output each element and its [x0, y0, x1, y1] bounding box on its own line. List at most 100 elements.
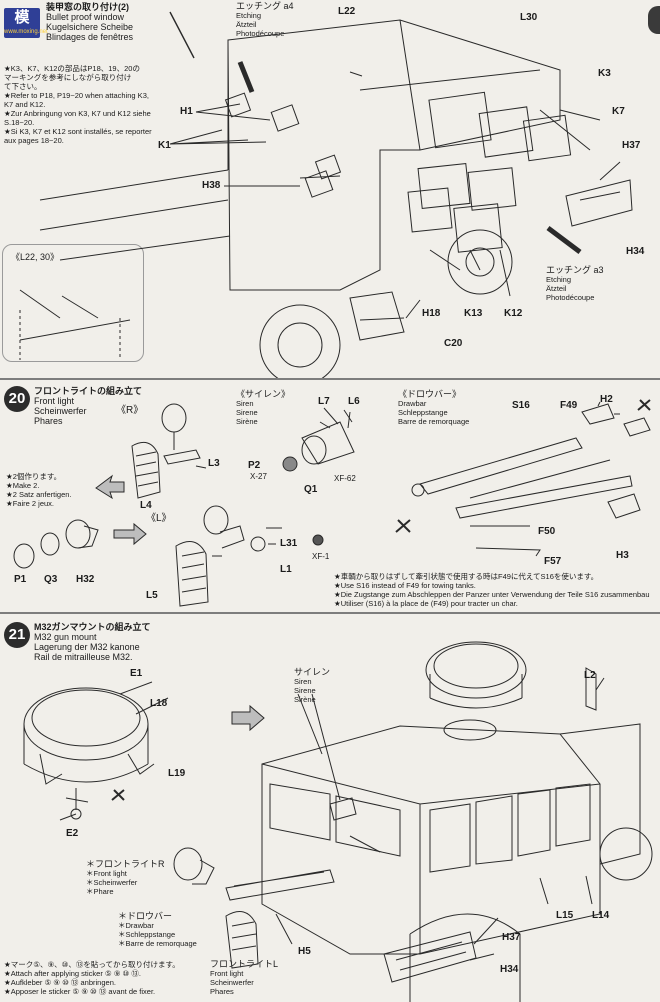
- part-label-l4: L4: [140, 500, 152, 511]
- sticker-note-de: ★Aufkleber ⑤ ⑨ ⑩ ⑬ anbringen.: [4, 978, 116, 987]
- siren-caption-21: サイレン Siren Sirene Sirène: [294, 667, 331, 705]
- etching-ja: エッチング a4: [236, 1, 294, 11]
- title-de: Kugelsichere Scheibe: [46, 22, 134, 32]
- sticker-note-fr: ★Apposer le sticker ⑤ ⑨ ⑩ ⑬ avant de fix…: [4, 987, 156, 996]
- title-de: Scheinwerfer: [34, 406, 87, 416]
- title-fr: Blindages de fenêtres: [46, 32, 134, 42]
- paint-label-xf1: XF-1: [312, 552, 330, 561]
- part-label-l31: L31: [280, 538, 298, 549]
- part-label-c20: C20: [444, 338, 463, 349]
- step-19-drawing: [19, 11, 633, 378]
- front-light-l-fr: Phares: [210, 987, 234, 996]
- part-label-k7: K7: [612, 106, 625, 117]
- detail-inset-l22-l30: 《L22, 30》: [2, 244, 144, 362]
- part-label-p2: P2: [248, 460, 261, 471]
- part-label-h32: H32: [76, 574, 95, 585]
- s16-note-fr: ★Utiliser (S16) à la place de (F49) pour…: [334, 599, 518, 608]
- title-de: Lagerung der M32 kanone: [34, 642, 140, 652]
- front-light-l-de: Scheinwerfer: [210, 978, 254, 987]
- step-21-section: 21 M32ガンマウントの組み立て M32 gun mount Lagerung…: [0, 612, 660, 1002]
- title-en: Front light: [34, 396, 75, 406]
- part-label-l7: L7: [318, 396, 330, 407]
- front-light-r-ja: ＊フロントライトR: [86, 859, 165, 869]
- title-ja: 装甲窓の取り付け(2): [46, 2, 129, 12]
- siren-de: Sirene: [294, 686, 316, 695]
- part-label-l5: L5: [146, 590, 158, 601]
- etching-en: Etching: [546, 275, 572, 284]
- title-en: M32 gun mount: [34, 632, 97, 642]
- part-label-l14: L14: [592, 910, 610, 921]
- s16-note-ja: ★車輌から取りはずして牽引状態で使用する時はF49に代えてS16を使います。: [334, 572, 599, 581]
- note-line: マーキングを参考にしながら取り付け: [4, 73, 132, 82]
- part-label-l30: L30: [520, 12, 538, 23]
- part-label-h3: H3: [616, 550, 629, 561]
- part-label-l15: L15: [556, 910, 574, 921]
- make2-en: ★Make 2.: [6, 481, 40, 490]
- part-label-l1: L1: [280, 564, 292, 575]
- note-line: て下さい。: [4, 82, 42, 91]
- title-fr: Rail de mitrailleuse M32.: [34, 652, 133, 662]
- part-label-h2: H2: [600, 394, 613, 405]
- note-line: S.18~20.: [4, 118, 35, 127]
- grille-l4: [131, 441, 161, 499]
- drawbar-en: Drawbar: [398, 399, 427, 408]
- siren-de: Sirene: [236, 408, 258, 417]
- drawbar-ja: 《ドロウバー》: [398, 389, 462, 399]
- note-line: K7 and K12.: [4, 100, 46, 109]
- etching-de: Ätzteil: [546, 284, 567, 293]
- part-label-l19: L19: [168, 768, 186, 779]
- make2-fr: ★Faire 2 jeux.: [6, 499, 54, 508]
- part-label-h37: H37: [622, 140, 641, 151]
- siren-en: Siren: [236, 399, 254, 408]
- drawbar-caption: 《ドロウバー》 Drawbar Schleppstange Barre de r…: [398, 389, 469, 427]
- part-label-e1: E1: [130, 668, 143, 679]
- etching-de: Ätzteil: [236, 20, 257, 29]
- logo-chars: 模: [14, 9, 30, 26]
- part-label-h18: H18: [422, 308, 441, 319]
- part-label-q3: Q3: [44, 574, 58, 585]
- front-light-l-caption: フロントライトL Front light Scheinwerfer Phares: [210, 959, 279, 997]
- step-19-notes: ★K3、K7、K12の部品はP18、19、20の マーキングを参考にしながら取り…: [4, 64, 152, 145]
- note-line: aux pages 18~20.: [4, 136, 64, 145]
- note-line: ★K3、K7、K12の部品はP18、19、20の: [4, 64, 140, 73]
- front-light-l-ja: フロントライトL: [210, 959, 279, 969]
- etching-ja: エッチング a3: [546, 265, 604, 275]
- step-19-title: 装甲窓の取り付け(2) Bullet proof window Kugelsic…: [46, 2, 133, 42]
- part-label-p1: P1: [14, 574, 27, 585]
- inset-label: 《L22, 30》: [11, 252, 60, 262]
- part-label-e2: E2: [66, 828, 79, 839]
- siren-ja: サイレン: [294, 667, 331, 677]
- siren-ja: 《サイレン》: [236, 389, 291, 399]
- gun-ring-e1: [23, 687, 149, 761]
- note-line: ★Zur Anbringung von K3, K7 und K12 siehe: [4, 109, 151, 118]
- drawbar-de: ＊Schleppstange: [118, 930, 176, 939]
- siren-caption: 《サイレン》 Siren Sirene Sirène: [236, 389, 291, 427]
- part-label-l18: L18: [150, 698, 168, 709]
- s16-note-en: ★Use S16 instead of F49 for towing tanks…: [334, 581, 476, 590]
- etching-fr: Photodécoupe: [236, 29, 285, 38]
- paint-label-x27: X-27: [250, 472, 267, 481]
- step-21-drawing: [23, 641, 653, 1002]
- drawbar-s16: [419, 437, 583, 495]
- part-label-s16: S16: [512, 400, 530, 411]
- title-fr: Phares: [34, 416, 63, 426]
- part-label-l2: L2: [584, 670, 596, 681]
- s16-towing-note: ★車輌から取りはずして牽引状態で使用する時はF49に代えてS16を使います。 ★…: [334, 572, 650, 608]
- step-20-title: フロントライトの組み立て Front light Scheinwerfer Ph…: [34, 386, 142, 426]
- part-label-k3: K3: [598, 68, 611, 79]
- part-label-h37: H37: [502, 932, 521, 943]
- front-light-l-en: Front light: [210, 969, 244, 978]
- siren-fr: Sirène: [294, 695, 316, 704]
- paint-label-xf62: XF-62: [334, 474, 356, 483]
- part-label-k12: K12: [504, 308, 523, 319]
- make2-de: ★2 Satz anfertigen.: [6, 490, 72, 499]
- title-en: Bullet proof window: [46, 12, 125, 22]
- left-side-tag: 《L》: [146, 513, 172, 524]
- drawbar-en: ＊Drawbar: [118, 921, 154, 930]
- sticker-note-ja: ★マーク⑤、⑨、⑩、⑬を貼ってから取り付けます。: [4, 960, 180, 969]
- front-light-r-en: ＊Front light: [86, 869, 127, 878]
- part-label-q1: Q1: [304, 484, 318, 495]
